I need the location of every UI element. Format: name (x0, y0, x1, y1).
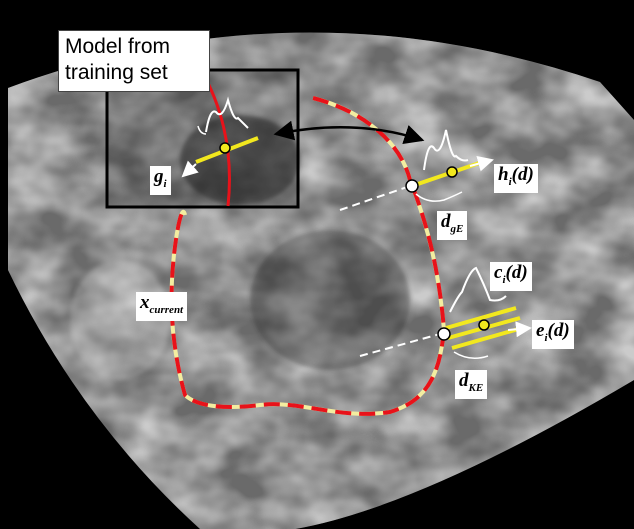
g-arrow (181, 160, 199, 178)
label-h: hi(d) (494, 164, 538, 193)
e-start-point (437, 327, 451, 341)
g-sub: i (163, 177, 167, 190)
dg-sub: gE (450, 222, 464, 235)
h-main: h (498, 164, 509, 185)
h-profile-curve (423, 129, 469, 171)
h-sub: i (508, 175, 512, 188)
x-main: x (140, 292, 150, 313)
c-arg: (d) (505, 262, 528, 283)
dk-brace (453, 351, 489, 359)
h-arrow (469, 155, 494, 172)
model-callout: Model from training set (58, 30, 210, 92)
label-c: ci(d) (490, 262, 532, 291)
label-g: gi (150, 166, 171, 195)
correspondence-arrow (273, 120, 425, 145)
model-box-shade (107, 70, 298, 207)
label-dg: dgE (437, 211, 468, 240)
dg-brace (415, 191, 463, 202)
callout-line-2: training set (65, 61, 168, 84)
e-sub: i (544, 331, 548, 344)
model-profile-curve (205, 96, 249, 133)
e-arg: (d) (547, 320, 570, 341)
e-profile-line-1 (445, 306, 517, 330)
e-main: e (536, 320, 545, 341)
c-sub: i (502, 273, 506, 286)
g-main: g (154, 166, 164, 187)
callout-line-1: Model from (65, 35, 171, 58)
h-arg: (d) (511, 164, 534, 185)
dg-main: d (441, 211, 451, 232)
e-profile-point (478, 319, 490, 331)
dk-sub: KE (468, 381, 484, 394)
h-start-point (405, 179, 419, 193)
label-x-current: xcurrent (136, 292, 188, 321)
model-brace (197, 125, 207, 135)
dk-main: d (459, 370, 469, 391)
h-profile-point (446, 166, 458, 178)
c-main: c (494, 262, 503, 283)
label-dk: dKE (455, 370, 488, 399)
label-e: ei(d) (532, 320, 574, 349)
e-arrow (507, 321, 532, 338)
c-profile-curve (449, 266, 507, 313)
x-sub: current (149, 303, 184, 316)
e-search-line (359, 333, 441, 357)
e-profile-line-3 (451, 326, 523, 350)
model-profile-point (219, 142, 231, 154)
